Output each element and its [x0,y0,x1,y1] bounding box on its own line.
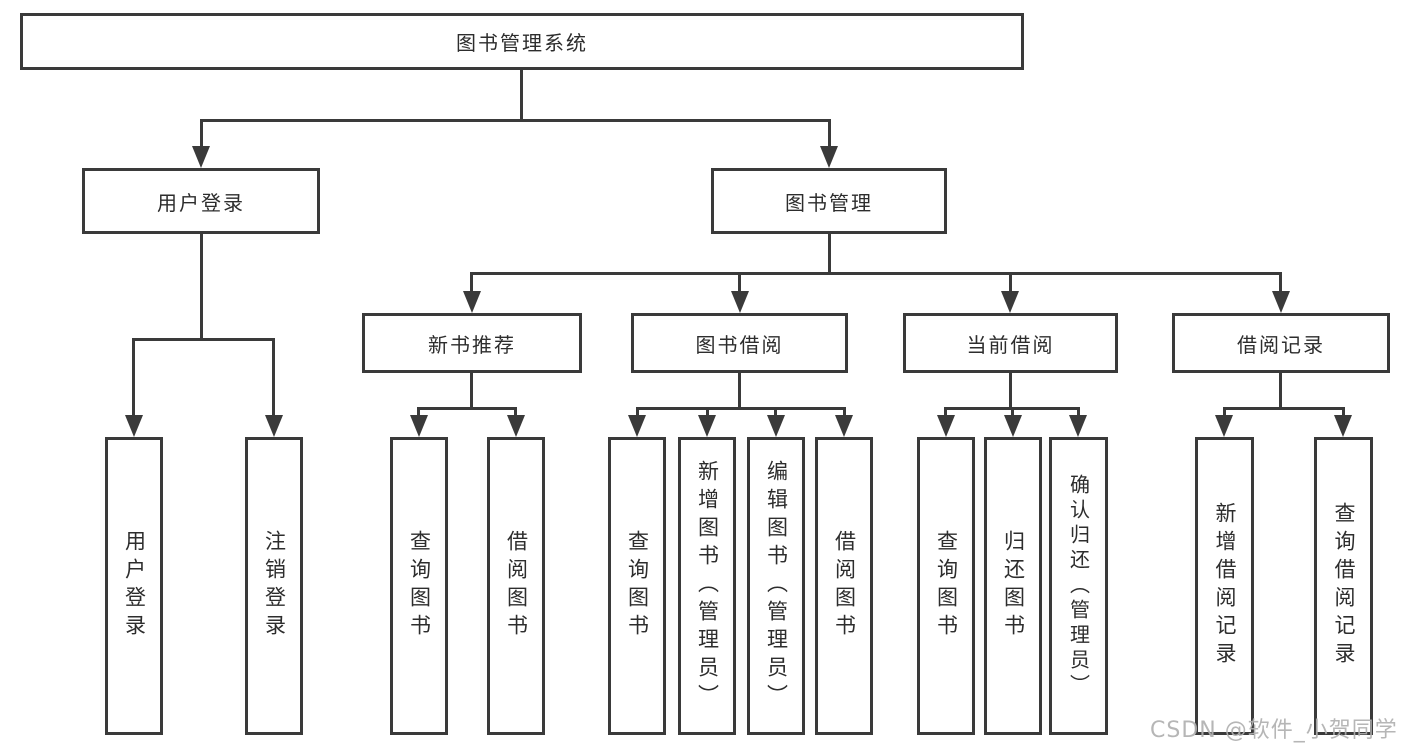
node-rec-query-books-label: 查询图书 [407,530,432,642]
connector-ul-drop-2 [272,338,275,422]
arrow-to-br-query-record [1334,415,1352,437]
node-bb-query-books-label: 查询图书 [625,530,650,642]
node-rec-borrow-books: 借阅图书 [487,437,545,735]
node-book-borrow: 图书借阅 [631,313,848,373]
connector-bb-drop-2 [706,407,709,422]
connector-cb-drop-2 [1011,407,1014,422]
node-bb-borrow-books: 借阅图书 [815,437,873,735]
node-bb-query-books: 查询图书 [608,437,666,735]
connector-rec-stem [470,373,473,410]
arrow-to-bb-edit-books [767,415,785,437]
connector-br-bus [1223,407,1345,410]
connector-bb-drop-4 [843,407,846,422]
node-user-login-leaf: 用户登录 [105,437,163,735]
arrow-to-new-book-rec [463,291,481,313]
connector-bb-drop-3 [774,407,777,422]
node-br-add-record-label: 新增借阅记录 [1213,502,1237,670]
node-cb-return-books-label: 归还图书 [1001,530,1026,642]
connector-l3-drop-1 [470,272,473,298]
arrow-to-rec-query-books [410,415,428,437]
arrow-to-logout [265,415,283,437]
connector-rec-drop-2 [514,407,517,422]
node-bb-edit-books: 编辑图书（管理员） [747,437,805,735]
node-rec-query-books: 查询图书 [390,437,448,735]
arrow-to-current-borrow [1001,291,1019,313]
connector-br-stem [1279,373,1282,410]
node-bb-borrow-books-label: 借阅图书 [832,530,857,642]
arrow-to-rec-borrow-books [507,415,525,437]
node-user-login-leaf-label: 用户登录 [122,530,147,642]
node-br-add-record: 新增借阅记录 [1195,437,1254,735]
node-cb-query-books: 查询图书 [917,437,975,735]
node-rec-borrow-books-label: 借阅图书 [504,530,529,642]
node-cb-confirm-return-label: 确认归还（管理员） [1066,473,1091,699]
connector-bb-drop-1 [636,407,639,422]
arrow-to-br-add-record [1215,415,1233,437]
node-root: 图书管理系统 [20,13,1024,70]
connector-l3-drop-2 [738,272,741,298]
connector-cb-drop-3 [1077,407,1080,422]
connector-rec-bus [417,407,517,410]
connector-l2-drop-left [200,119,203,152]
connector-l3-drop-3 [1009,272,1012,298]
csdn-watermark: CSDN @软件_小贺同学 [1150,718,1398,743]
node-borrow-records: 借阅记录 [1172,313,1390,373]
connector-rec-drop-1 [417,407,420,422]
connector-ul-drop-1 [132,338,135,422]
node-cb-return-books: 归还图书 [984,437,1042,735]
arrow-to-borrow-records [1272,291,1290,313]
node-logout-label: 注销登录 [262,530,287,642]
arrow-to-bb-add-books [698,415,716,437]
arrow-to-bb-borrow-books [835,415,853,437]
connector-bb-bus [636,407,846,410]
node-bb-add-books-label: 新增图书（管理员） [695,460,720,712]
connector-cb-drop-1 [944,407,947,422]
connector-ul-stem [200,234,203,341]
connector-cb-stem [1009,373,1012,410]
connector-br-drop-1 [1223,407,1226,422]
node-new-book-rec: 新书推荐 [362,313,582,373]
connector-l3-drop-4 [1279,272,1282,298]
node-current-borrow: 当前借阅 [903,313,1118,373]
connector-bm-stem [828,234,831,275]
arrow-to-cb-query-books [937,415,955,437]
node-logout: 注销登录 [245,437,303,735]
node-user-login: 用户登录 [82,168,320,234]
arrow-to-user-login-leaf [125,415,143,437]
arrow-to-book-borrow [731,291,749,313]
node-cb-confirm-return: 确认归还（管理员） [1049,437,1108,735]
connector-l2-bus [200,119,831,122]
arrow-to-user-login [192,146,210,168]
arrow-to-cb-return-books [1004,415,1022,437]
connector-br-drop-2 [1342,407,1345,422]
node-book-mgmt: 图书管理 [711,168,947,234]
connector-bb-stem [738,373,741,410]
node-br-query-record: 查询借阅记录 [1314,437,1373,735]
node-bb-add-books: 新增图书（管理员） [678,437,736,735]
arrow-to-bb-query-books [628,415,646,437]
connector-l2-drop-right [828,119,831,152]
node-bb-edit-books-label: 编辑图书（管理员） [764,460,789,712]
node-cb-query-books-label: 查询图书 [934,530,959,642]
node-br-query-record-label: 查询借阅记录 [1332,502,1356,670]
arrow-to-cb-confirm-return [1069,415,1087,437]
connector-l3-bus [470,272,1281,275]
arrow-to-book-mgmt [820,146,838,168]
connector-root-stem [520,70,523,122]
connector-ul-bus [132,338,275,341]
